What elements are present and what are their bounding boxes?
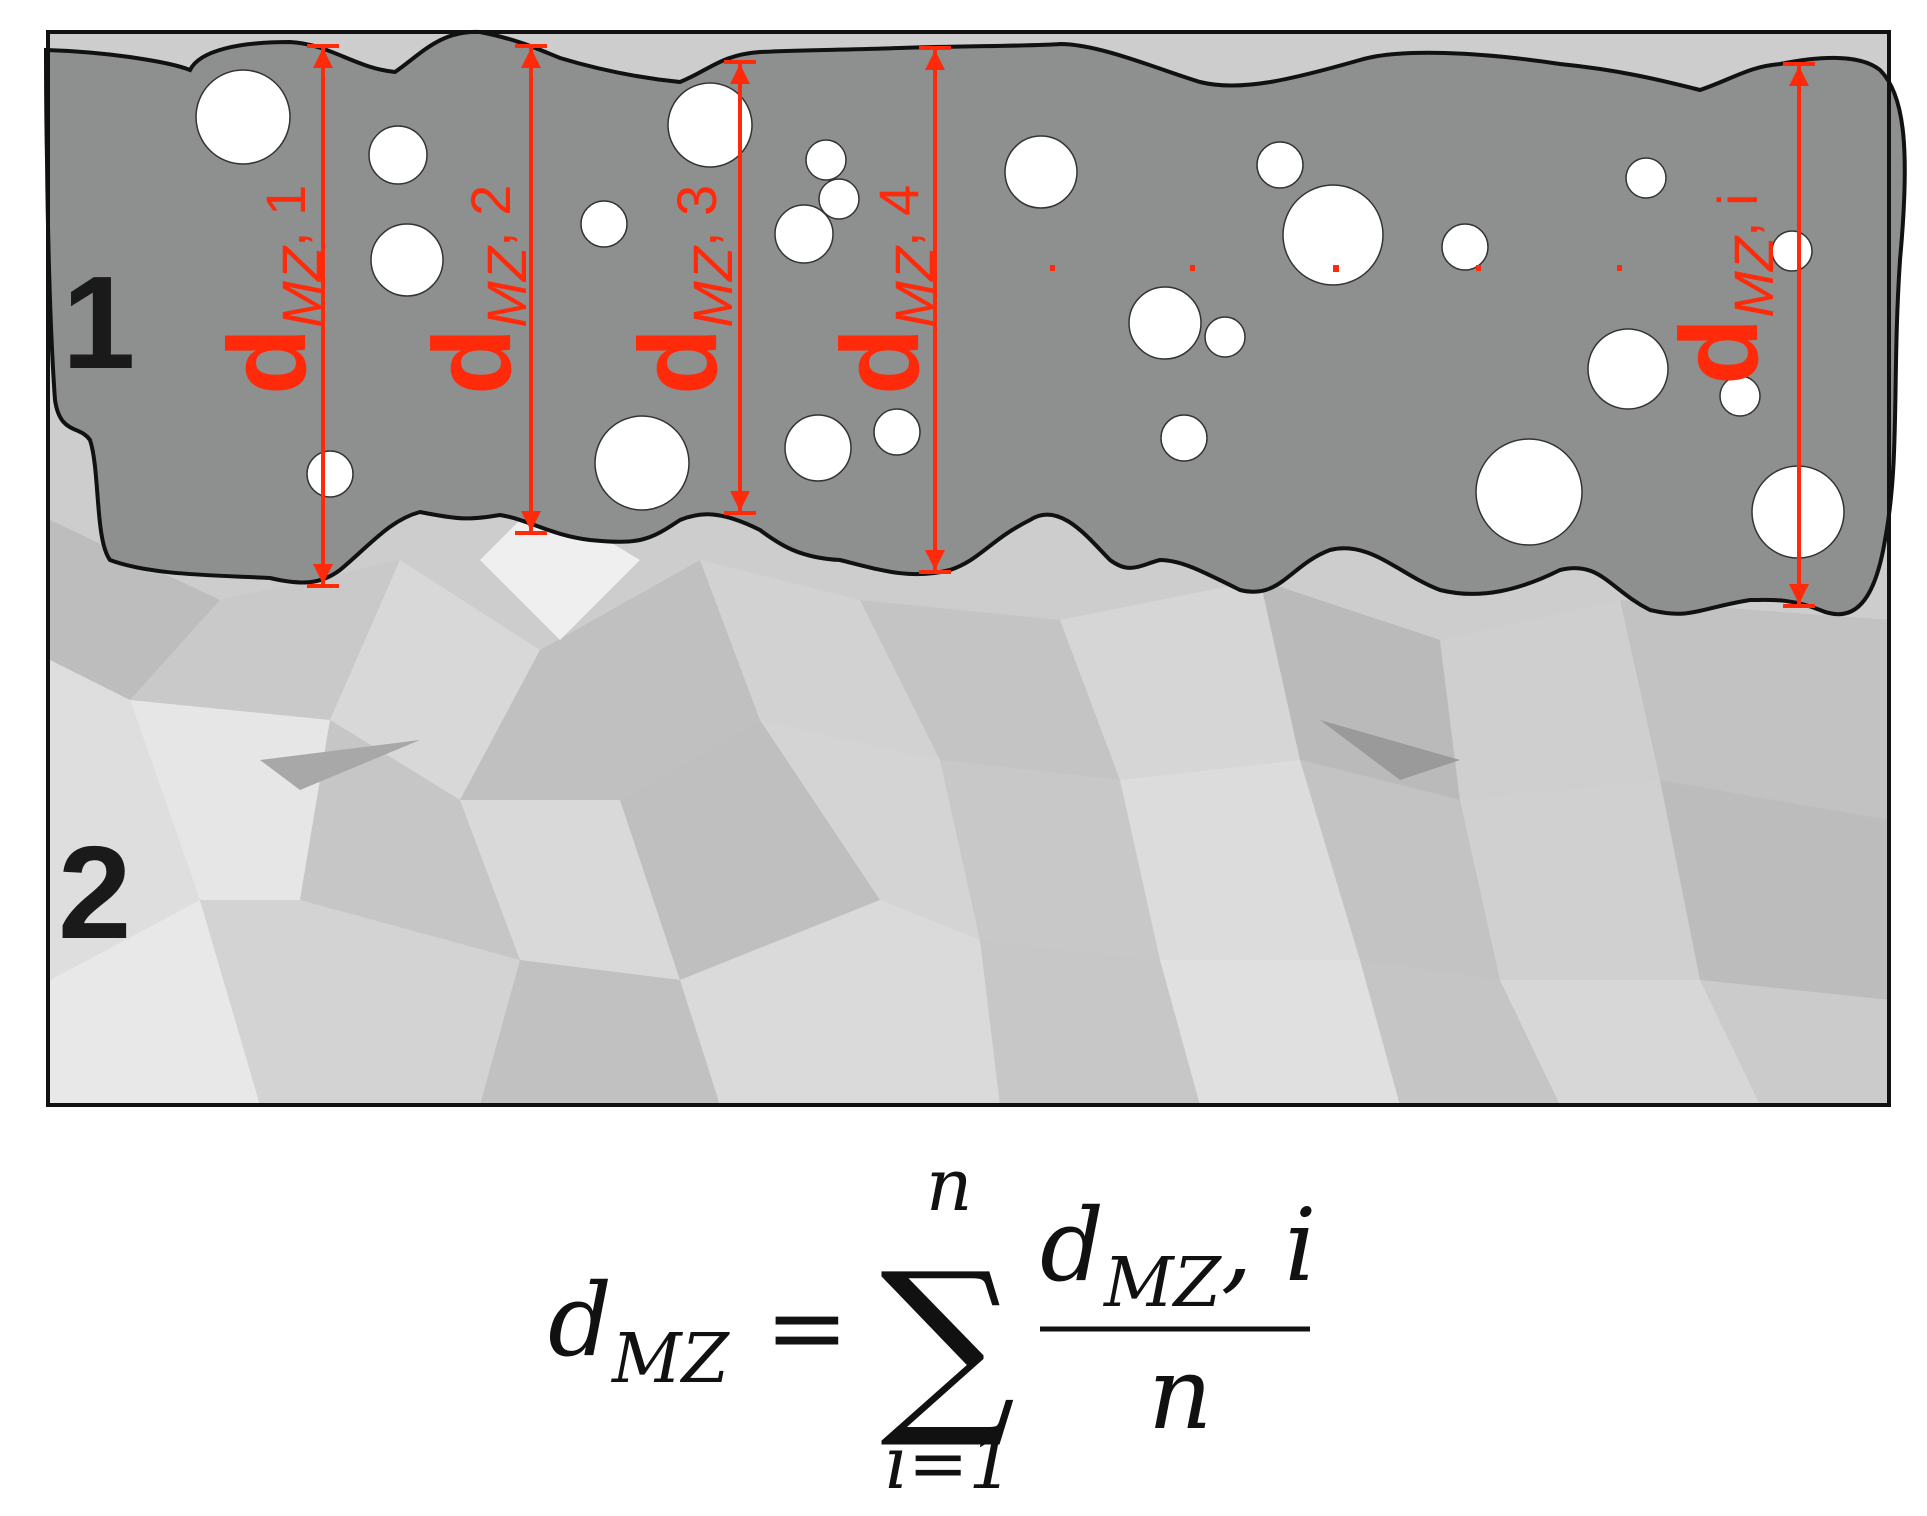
measure-label-i: dMZ, i [1658, 193, 1785, 385]
measure-label-1: dMZ, 1 [206, 185, 333, 395]
formula-numerator: dMZ, i [1040, 1187, 1316, 1323]
formula-sum-symbol: ∑ [880, 1232, 1016, 1453]
mean-thickness-formula: d MZ = ∑ n i=1 dMZ, i n [548, 1143, 1316, 1505]
svg-text:dMZ, 2: dMZ, 2 [411, 185, 538, 395]
measure-label-3: dMZ, 3 [617, 185, 744, 395]
measure-label-4: dMZ, 4 [819, 185, 946, 395]
red-dots [1050, 265, 1622, 272]
layer-2-label: 2 [58, 819, 131, 966]
svg-text:dMZ, i: dMZ, i [1658, 193, 1785, 385]
svg-text:dMZ, 3: dMZ, 3 [617, 185, 744, 395]
formula-equals: = [765, 1269, 849, 1386]
formula-sum-lower: i=1 [885, 1421, 1014, 1505]
svg-text:dMZ, 4: dMZ, 4 [819, 185, 946, 395]
coating-layer [43, 29, 1907, 617]
formula-lhs: d [548, 1262, 612, 1379]
measure-label-2: dMZ, 2 [411, 185, 538, 395]
layer-1-label: 1 [62, 249, 135, 396]
formula-sum-upper: n [926, 1143, 972, 1227]
measurement-lines [307, 44, 1815, 608]
formula-lhs-sub: MZ [610, 1320, 731, 1399]
formula-denominator: n [1148, 1335, 1212, 1452]
svg-text:dMZ, 1: dMZ, 1 [206, 185, 333, 395]
diagram-border [46, 30, 1891, 1107]
